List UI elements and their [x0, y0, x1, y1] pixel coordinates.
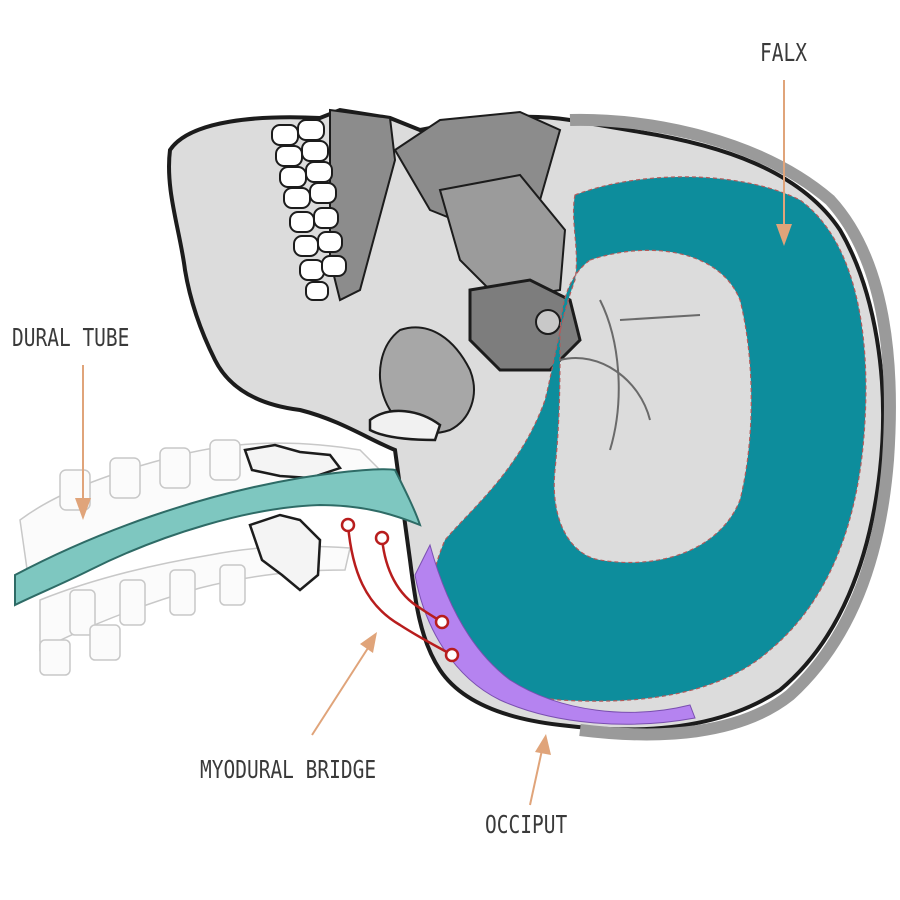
callout-arrows	[75, 80, 792, 806]
falx-region	[430, 176, 867, 702]
occiput-label: OCCIPUT	[485, 810, 568, 839]
falx-label: FALX	[760, 38, 807, 67]
bridge-line-1	[346, 524, 453, 657]
bridge-dot-1	[340, 517, 356, 533]
dural-tube-label: DURAL TUBE	[12, 323, 130, 352]
dural-tube	[14, 468, 422, 607]
occiput-region	[414, 543, 696, 725]
brain-outline	[559, 299, 701, 451]
occiput-arrow	[529, 734, 551, 806]
bridge-dot-4	[444, 647, 460, 663]
bridge-line-2	[380, 537, 443, 624]
dural-tube-arrow	[75, 365, 91, 520]
bridge-dot-2	[374, 530, 390, 546]
myodural-bridge	[340, 517, 460, 663]
bridge-dot-3	[434, 614, 450, 630]
myodural-bridge-arrow	[311, 632, 377, 736]
myodural-bridge-label: MYODURAL BRIDGE	[200, 755, 377, 784]
upper-vertebrae	[243, 443, 343, 592]
falx-arrow	[776, 80, 792, 246]
teeth	[271, 119, 347, 301]
